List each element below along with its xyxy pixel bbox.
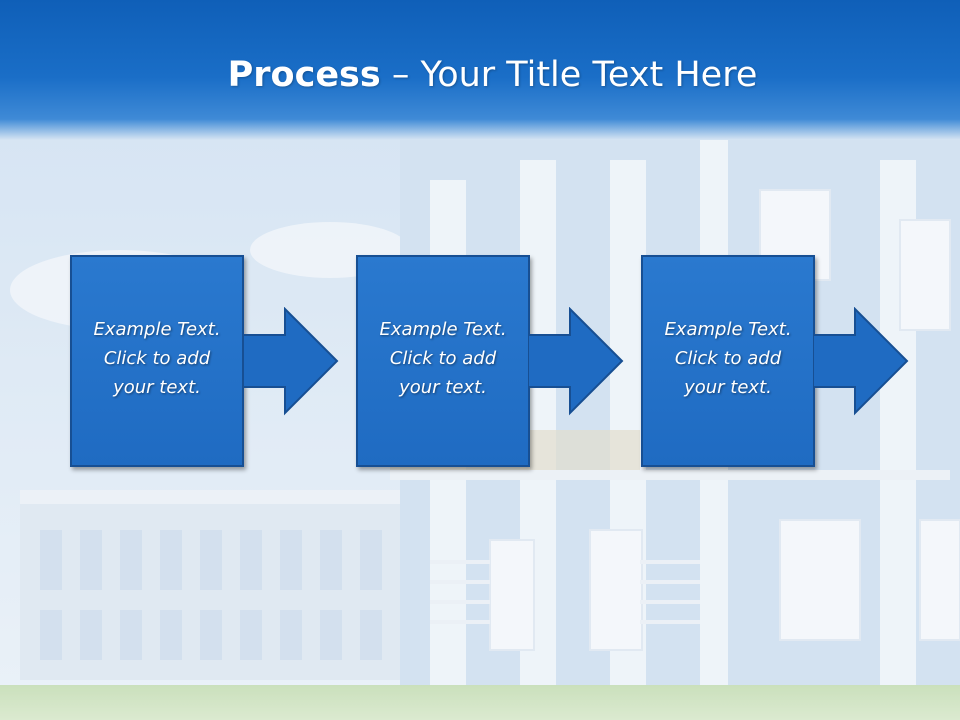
process-step-2-box[interactable]: Example Text. Click to add your text. (356, 255, 530, 467)
step-text-line: Example Text. (664, 319, 792, 340)
title-bar (0, 0, 960, 140)
process-arrow-2-icon (528, 307, 624, 416)
step-text-line: Click to add (103, 348, 211, 369)
process-step-3-box[interactable]: Example Text. Click to add your text. (641, 255, 815, 467)
process-step-1-text[interactable]: Example Text. Click to add your text. (72, 315, 242, 402)
slide-title[interactable]: Process – Your Title Text Here (0, 52, 960, 98)
title-bold-text: Process (227, 55, 381, 95)
step-text-line: Click to add (389, 348, 497, 369)
step-text-line: your text. (113, 377, 201, 398)
process-step-1-box[interactable]: Example Text. Click to add your text. (70, 255, 244, 467)
title-rest-text: – Your Title Text Here (380, 55, 758, 95)
process-arrow-1-icon (243, 307, 339, 416)
step-text-line: your text. (684, 377, 772, 398)
step-text-line: your text. (399, 377, 487, 398)
step-text-line: Example Text. (93, 319, 221, 340)
step-text-line: Example Text. (379, 319, 507, 340)
step-text-line: Click to add (674, 348, 782, 369)
process-arrow-3-icon (813, 307, 909, 416)
process-step-2-text[interactable]: Example Text. Click to add your text. (358, 315, 528, 402)
process-step-3-text[interactable]: Example Text. Click to add your text. (643, 315, 813, 402)
